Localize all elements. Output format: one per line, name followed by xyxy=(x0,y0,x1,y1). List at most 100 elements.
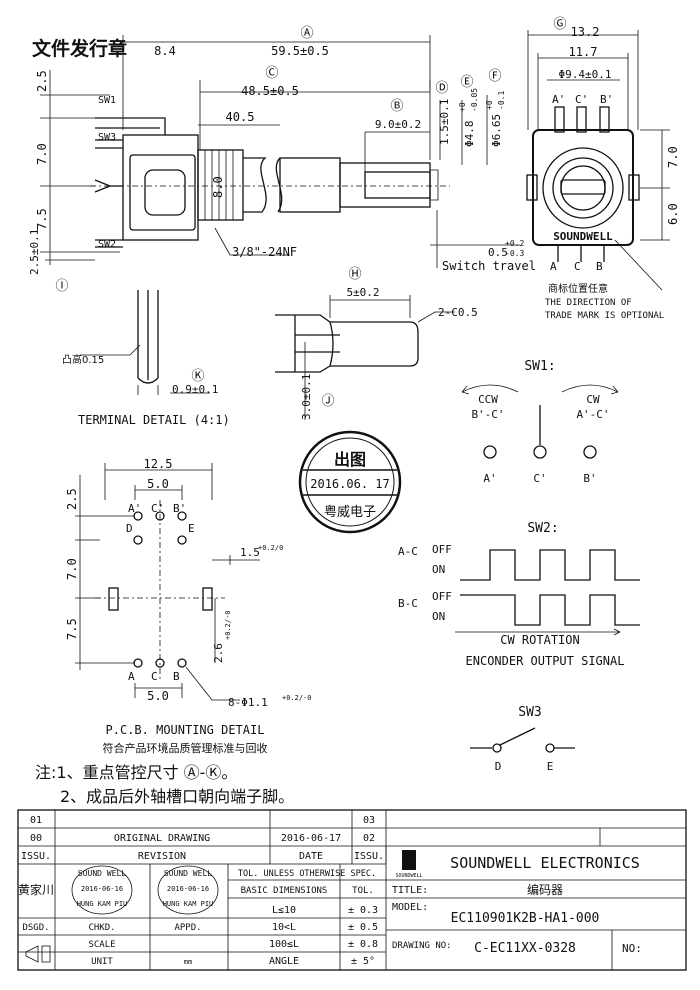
rev-row-2-desc: ORIGINAL DRAWING xyxy=(114,833,210,844)
dim-e-tol-top: +0 xyxy=(458,102,467,112)
dim-11-7: 11.7 xyxy=(569,45,598,59)
circle-j: Ⓙ xyxy=(321,394,334,409)
sw2-bc-on: ON xyxy=(432,610,445,623)
circle-a: Ⓐ xyxy=(300,26,313,41)
pcb-holes-tol: +0.2/-0 xyxy=(282,694,312,702)
dim-e: Φ4.8 xyxy=(463,121,476,148)
pcb-d1-5: 1.5 xyxy=(240,546,260,559)
circle-k: Ⓚ xyxy=(191,369,204,384)
dim-7-5: 7.5 xyxy=(35,208,49,230)
dim-8-0: 8.0 xyxy=(211,176,225,198)
scale-label: SCALE xyxy=(88,940,115,950)
rev-row-1-no: 01 xyxy=(30,815,42,826)
thread-spec: 3/8"-24NF xyxy=(232,245,297,259)
unit-label: UNIT xyxy=(91,957,113,967)
sw2-bc-off: OFF xyxy=(432,590,452,603)
sw1-pin-b: B' xyxy=(583,472,596,485)
sw1-title: SW1: xyxy=(524,359,555,374)
rev-issu2: ISSU. xyxy=(354,851,384,862)
sw1-cw: CW xyxy=(586,393,600,406)
tol-row-2-val: ± 0.5 xyxy=(348,922,378,933)
dim-b: 9.0±0.2 xyxy=(375,118,421,131)
stamp1-name: SOUND WELL xyxy=(78,869,126,878)
stamp-bottom: 粤威电子 xyxy=(324,504,376,520)
circle-e: Ⓔ xyxy=(460,75,473,90)
circle-g: Ⓖ xyxy=(553,17,566,32)
dim-i: 2.5±0.1 xyxy=(28,229,41,275)
shaft-detail: Ⓗ 5±0.2 2-C0.5 3.0±0.1 Ⓙ xyxy=(275,267,478,420)
basic-dims: BASIC DIMENSIONS xyxy=(241,886,328,896)
pcb-w5-0-bot: 5.0 xyxy=(147,689,169,703)
dim-h: 5±0.2 xyxy=(346,286,379,299)
unit-value: mm xyxy=(184,958,192,966)
pcb-d2-6: 2.6 xyxy=(212,643,225,663)
pcb-rohs: 符合产品环境品质管理标准与回收 xyxy=(103,741,268,755)
sw1-pin-a: A' xyxy=(483,472,496,485)
sw2-signal: ENCONDER OUTPUT SIGNAL xyxy=(466,654,625,668)
sw1-diagram: SW1: CCW B'-C' CW A'-C' A' C' B' xyxy=(461,359,619,485)
drawing-label: DRAWING NO: xyxy=(392,941,452,951)
no-label: NO: xyxy=(622,942,642,955)
dim-9-4: Φ9.4±0.1 xyxy=(559,68,612,81)
rev-row-2-date: 2016-06-17 xyxy=(281,833,341,844)
sw2-ac: A-C xyxy=(398,545,418,558)
sw1-pin-c: C' xyxy=(533,472,546,485)
stamp2-name: SOUND WELL xyxy=(164,869,212,878)
rev-issu: ISSU. xyxy=(21,851,51,862)
sw2-ac-on: ON xyxy=(432,563,445,576)
pcb-bot-a: A xyxy=(128,670,135,683)
title-block: 01 00 ORIGINAL DRAWING 2016-06-17 03 02 … xyxy=(17,809,687,971)
company-name: SOUNDWELL ELECTRONICS xyxy=(450,854,640,872)
dim-2-5: 2.5 xyxy=(35,70,49,92)
sw2-bc: B-C xyxy=(398,597,418,610)
switch-travel-tol-top: +0.2 xyxy=(505,239,524,248)
rev-date: DATE xyxy=(299,851,323,862)
dim-f-tol-top: +0 xyxy=(485,100,494,110)
pcb-d2-6-tol: +0.2/-0 xyxy=(224,610,232,640)
pcb-side-e: E xyxy=(188,522,195,535)
front-view: Ⓖ 13.2 11.7 Φ9.4±0.1 A' C' B' SOUNDWELL … xyxy=(526,17,680,321)
front-brand: SOUNDWELL xyxy=(553,230,613,243)
sw2-rotation: CW ROTATION xyxy=(500,633,579,647)
pin-top-c: C' xyxy=(575,93,588,106)
stamp-date: 2016.06. 17 xyxy=(310,477,389,491)
stamp1-date: 2016-06-16 xyxy=(81,885,123,893)
appd-label: APPD. xyxy=(174,923,201,933)
drawing-value: C-EC11XX-0328 xyxy=(474,941,576,956)
trademark-note-en1: THE DIRECTION OF xyxy=(545,298,632,308)
dim-j: 3.0±0.1 xyxy=(300,374,313,420)
stamp2-sub: HUNG KAM PIU xyxy=(163,900,214,908)
bump-height: 凸高0.15 xyxy=(62,353,104,366)
pin-bot-a: A xyxy=(550,260,557,273)
tol-row-4-range: ANGLE xyxy=(269,956,299,967)
sw2-ac-off: OFF xyxy=(432,543,452,556)
sheet-03: 03 xyxy=(363,815,375,826)
pin-bot-c: C xyxy=(574,260,581,273)
circle-i: Ⓘ xyxy=(55,279,68,294)
circle-b: Ⓑ xyxy=(390,99,403,114)
tol-row-1-val: ± 0.3 xyxy=(348,905,378,916)
switch-travel-label: Switch travel xyxy=(442,259,536,273)
doc-issue-stamp: 文件发行章 xyxy=(32,37,127,60)
tol-header: TOL. xyxy=(352,886,374,896)
front-dim-6-0: 6.0 xyxy=(666,203,680,225)
pcb-v7-5: 7.5 xyxy=(65,618,79,640)
circle-c: Ⓒ xyxy=(265,66,278,81)
sw3-title: SW3 xyxy=(518,705,541,720)
sw3-label: SW3 xyxy=(98,132,116,143)
sw1-ccw-pins: B'-C' xyxy=(471,408,504,421)
dim-a: 59.5±0.5 xyxy=(271,44,329,58)
dim-g: 13.2 xyxy=(571,25,600,39)
note-1: 注:1、重点管控尺寸 Ⓐ-Ⓚ。 xyxy=(35,763,237,782)
tol-row-4-val: ± 5° xyxy=(351,956,375,967)
dim-8-4: 8.4 xyxy=(154,44,176,58)
tol-row-3-val: ± 0.8 xyxy=(348,939,378,950)
tol-row-3-range: 100≤L xyxy=(269,939,299,950)
model-value: EC110901K2B-HA1-000 xyxy=(451,911,600,926)
logo-text: SOUNDWELL xyxy=(395,873,422,879)
pcb-d1-5-tol: +0.2/0 xyxy=(258,544,283,552)
pcb-title: P.C.B. MOUNTING DETAIL xyxy=(106,723,265,737)
designer-name: 黄家川 xyxy=(18,882,54,897)
pcb-v2-5: 2.5 xyxy=(65,488,79,510)
